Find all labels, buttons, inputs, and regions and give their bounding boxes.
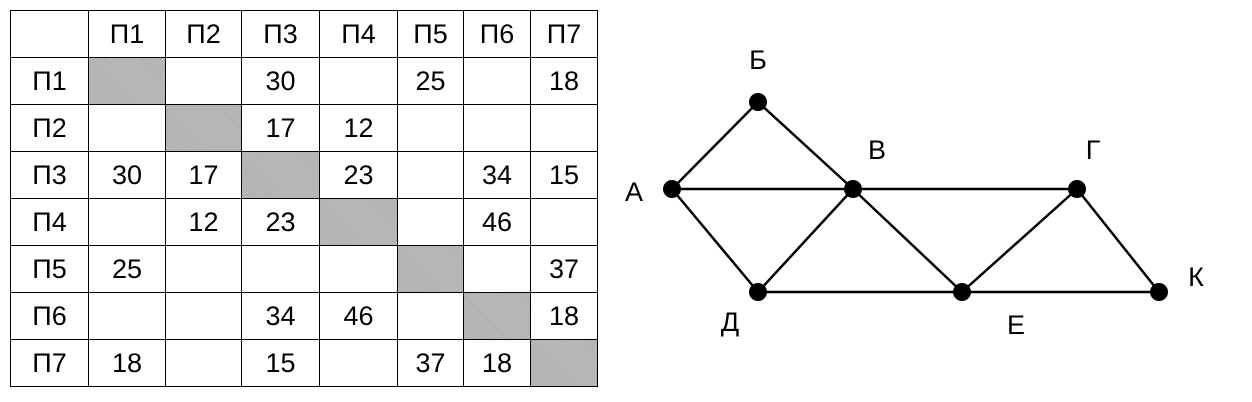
distance-cell: 46 — [463, 198, 531, 246]
distance-cell — [397, 151, 464, 199]
table-row: П1 30 25 18 — [10, 57, 598, 105]
column-header: П6 — [463, 10, 531, 58]
distance-cell: 17 — [165, 151, 242, 199]
distance-cell — [397, 292, 464, 340]
distance-cell: 15 — [530, 151, 598, 199]
distance-cell: 30 — [241, 57, 320, 105]
distance-cell — [319, 57, 398, 105]
column-header: П3 — [241, 10, 320, 58]
graph-node — [1150, 283, 1168, 301]
distance-cell — [165, 57, 242, 105]
distance-cell: 34 — [463, 151, 531, 199]
diagonal-cell — [241, 151, 320, 199]
distance-cell — [165, 292, 242, 340]
graph-node — [749, 283, 767, 301]
graph-node — [749, 93, 767, 111]
graph-edge — [671, 101, 759, 190]
node-label: К — [1188, 262, 1204, 292]
column-header: П5 — [397, 10, 464, 58]
distance-cell — [319, 339, 398, 387]
column-header: П7 — [530, 10, 598, 58]
distance-cell: 25 — [397, 57, 464, 105]
distance-cell: 23 — [241, 198, 320, 246]
row-header: П3 — [10, 151, 89, 199]
node-label: Д — [721, 307, 739, 337]
distance-cell: 18 — [463, 339, 531, 387]
diagonal-cell — [88, 57, 166, 105]
column-header: П4 — [319, 10, 398, 58]
diagonal-cell — [397, 245, 464, 293]
node-label: Б — [749, 45, 767, 75]
node-label: А — [625, 177, 643, 207]
graph-edge — [757, 101, 854, 190]
diagonal-cell — [165, 104, 242, 152]
graph-edge — [852, 188, 963, 293]
graph-node — [953, 283, 971, 301]
graph-node — [1068, 180, 1086, 198]
node-label: В — [868, 135, 886, 165]
row-header: П7 — [10, 339, 89, 387]
diagonal-cell — [530, 339, 598, 387]
graph-node — [663, 180, 681, 198]
row-header: П1 — [10, 57, 89, 105]
diagonal-cell — [319, 198, 398, 246]
row-header: П6 — [10, 292, 89, 340]
graph-edge — [671, 188, 759, 293]
distance-cell: 18 — [530, 57, 598, 105]
distance-cell: 15 — [241, 339, 320, 387]
node-label: Е — [1007, 310, 1025, 340]
node-label: Г — [1086, 135, 1101, 165]
graph-edge — [961, 188, 1078, 293]
graph-edge — [757, 188, 854, 293]
distance-cell — [88, 104, 166, 152]
corner-cell — [10, 10, 89, 58]
graph-node — [844, 180, 862, 198]
graph-edge — [1076, 188, 1160, 293]
distance-cell: 17 — [241, 104, 320, 152]
distance-cell — [530, 198, 598, 246]
diagonal-cell — [463, 292, 531, 340]
row-header: П4 — [10, 198, 89, 246]
distance-cell: 37 — [530, 245, 598, 293]
distance-cell — [165, 245, 242, 293]
row-header: П2 — [10, 104, 89, 152]
distance-cell — [463, 104, 531, 152]
distance-cell: 30 — [88, 151, 166, 199]
distance-cell: 12 — [165, 198, 242, 246]
